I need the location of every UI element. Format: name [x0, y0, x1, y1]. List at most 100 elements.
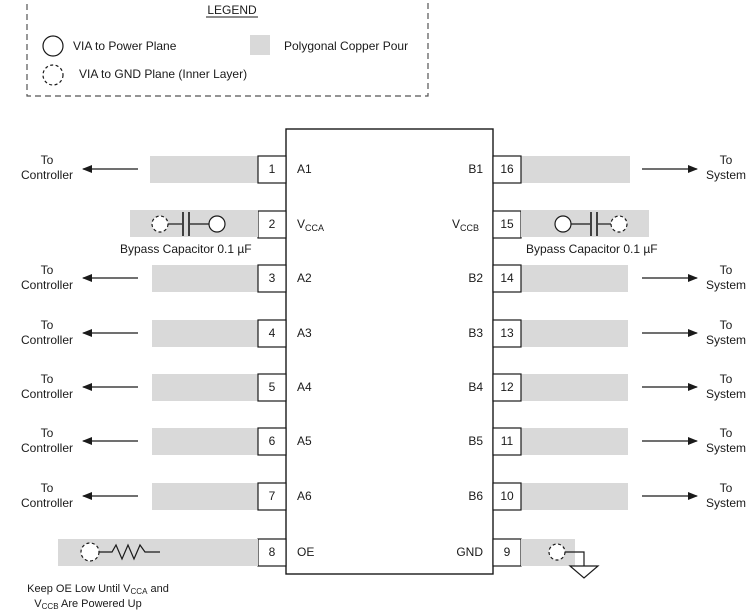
destination-label: System	[706, 387, 746, 401]
pin-number: 6	[269, 434, 276, 448]
pin-box	[492, 373, 522, 402]
pin-box	[492, 482, 522, 511]
copper-pour	[152, 483, 258, 510]
pin-box	[257, 264, 287, 293]
pin-box	[492, 210, 522, 239]
copper-pour	[152, 374, 258, 401]
gnd-via-icon	[610, 215, 628, 233]
pin-number: 16	[500, 162, 514, 176]
destination-label: To	[720, 426, 733, 440]
pin-name: A3	[297, 326, 312, 340]
pin-name: A6	[297, 489, 312, 503]
pin-box	[257, 427, 287, 456]
destination-label: Controller	[21, 387, 73, 401]
pin-box	[257, 373, 287, 402]
pin-number: 10	[500, 489, 514, 503]
oe-note: Keep OE Low Until VCCA and VCCB Are Powe…	[27, 583, 169, 611]
resistor-icon	[99, 543, 160, 561]
legend-title: LEGEND	[207, 3, 257, 17]
copper-pour	[521, 265, 628, 292]
destination-label: Controller	[21, 333, 73, 347]
destination-label: System	[706, 278, 746, 292]
copper-pour	[521, 483, 628, 510]
pin-box	[257, 319, 287, 348]
bypass-capacitor-left: Bypass Capacitor 0.1 µF	[120, 210, 258, 256]
destination-label: System	[706, 441, 746, 455]
oe-note-line1: Keep OE Low Until VCCA and	[27, 583, 169, 596]
pin-number: 9	[504, 545, 511, 559]
pin-number: 2	[269, 217, 276, 231]
copper-pour	[521, 374, 628, 401]
copper-pour	[521, 156, 630, 183]
pin-name: B5	[468, 434, 483, 448]
destination-label: Controller	[21, 496, 73, 510]
pin-box	[492, 427, 522, 456]
pin-number: 15	[500, 217, 514, 231]
pin-name: B2	[468, 271, 483, 285]
pin-name: A5	[297, 434, 312, 448]
bypass-right-label: Bypass Capacitor 0.1 µF	[526, 242, 658, 256]
pin-box	[257, 538, 287, 567]
destination-label: To	[720, 153, 733, 167]
pin-number: 8	[269, 545, 276, 559]
ground-wire	[565, 551, 585, 566]
pin-number: 4	[269, 326, 276, 340]
pin-name: VCCB	[452, 217, 479, 233]
destination-label: Controller	[21, 278, 73, 292]
oe-resistor	[58, 539, 258, 566]
pin-box	[492, 319, 522, 348]
legend-copper-pour-label: Polygonal Copper Pour	[284, 39, 408, 53]
copper-pour	[152, 265, 258, 292]
power-via-icon	[208, 215, 226, 233]
pin-box	[492, 155, 522, 184]
copper-pour-swatch	[250, 35, 270, 55]
pin-name: B6	[468, 489, 483, 503]
destination-label: To	[720, 372, 733, 386]
legend-gnd-via-label: VIA to GND Plane (Inner Layer)	[79, 67, 247, 81]
pin-number: 12	[500, 380, 514, 394]
ic-body	[285, 128, 494, 575]
destination-label: Controller	[21, 441, 73, 455]
pin-box	[257, 210, 287, 239]
copper-pour	[521, 428, 628, 455]
copper-pour	[152, 320, 258, 347]
pin-box	[257, 482, 287, 511]
pin-number: 1	[269, 162, 276, 176]
pin-box	[492, 264, 522, 293]
destination-label: System	[706, 496, 746, 510]
bypass-capacitor-right: Bypass Capacitor 0.1 µF	[521, 210, 658, 256]
pin-name: A4	[297, 380, 312, 394]
destination-label: To	[720, 318, 733, 332]
gnd-via-icon	[548, 543, 566, 561]
legend: LEGEND VIA to Power Plane Polygonal Copp…	[26, 0, 429, 97]
destination-label: To	[41, 318, 54, 332]
pin-name: OE	[297, 545, 314, 559]
copper-pour	[521, 320, 628, 347]
gnd-connection	[521, 539, 600, 579]
destination-label: To	[41, 263, 54, 277]
pin-number: 3	[269, 271, 276, 285]
gnd-via-icon	[80, 542, 100, 562]
pin-number: 14	[500, 271, 514, 285]
destination-label: To	[41, 372, 54, 386]
pin-number: 13	[500, 326, 514, 340]
gnd-via-icon	[151, 215, 169, 233]
destination-label: Controller	[21, 168, 73, 182]
pin-row-8: 8 OE	[257, 538, 314, 567]
pin-number: 7	[269, 489, 276, 503]
bypass-left-label: Bypass Capacitor 0.1 µF	[120, 242, 252, 256]
destination-label: To	[41, 481, 54, 495]
pin-name: B3	[468, 326, 483, 340]
copper-pour	[150, 156, 258, 183]
